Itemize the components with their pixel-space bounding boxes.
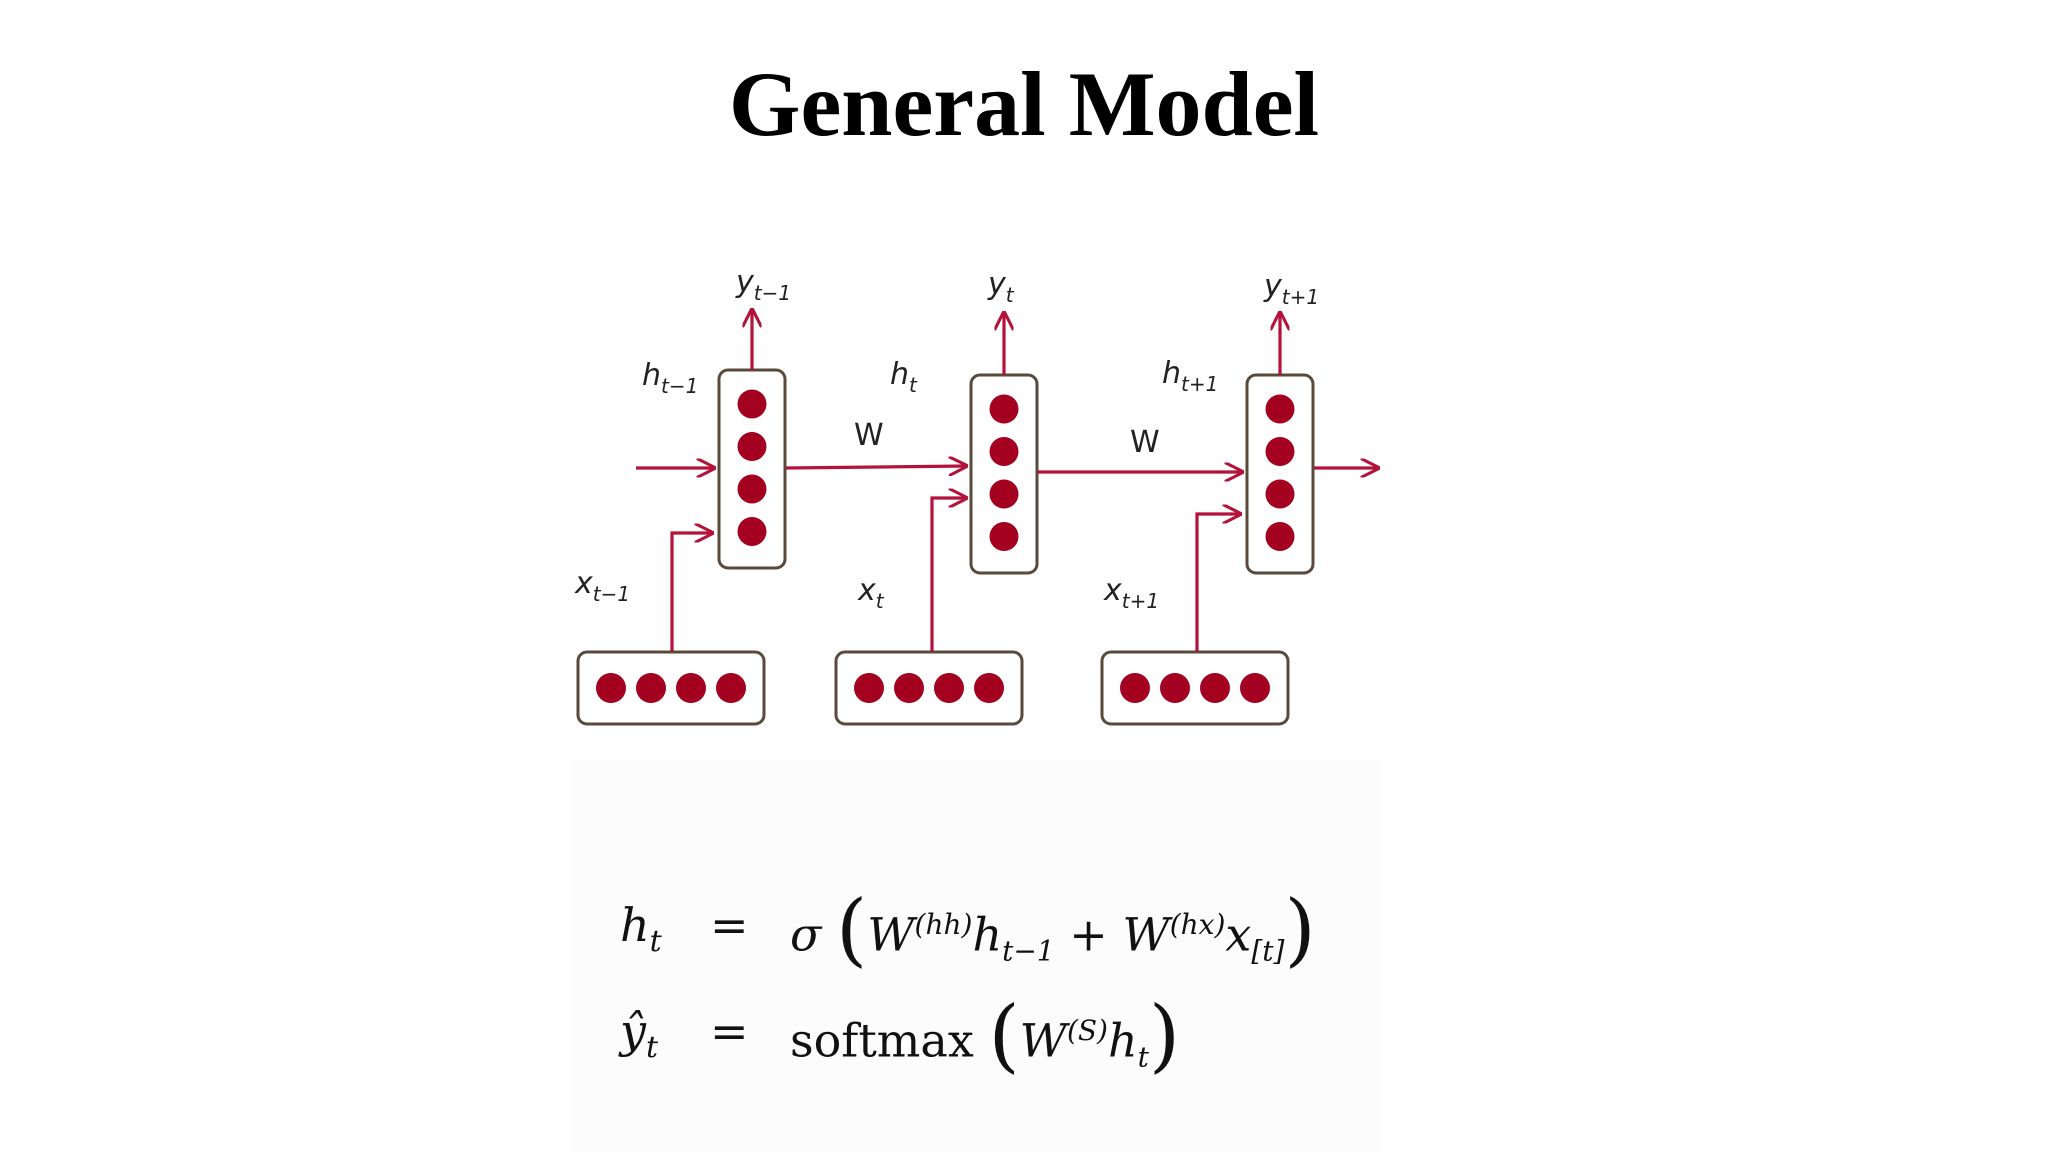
equals-sign: = xyxy=(710,898,749,952)
input-unit-node xyxy=(854,673,884,703)
equals-sign: = xyxy=(710,1004,749,1058)
input-label: xt xyxy=(857,573,885,613)
input-unit-node xyxy=(1160,673,1190,703)
equation-hidden-state: ht = σ (W(hh)ht−1 + W(hx)x[t]) xyxy=(572,870,1380,980)
equation-rhs: σ (W(hh)ht−1 + W(hx)x[t]) xyxy=(790,882,1316,976)
hidden-unit-node xyxy=(737,517,767,546)
input-unit-node xyxy=(1200,673,1230,703)
hidden-state-label: ht−1 xyxy=(642,358,698,398)
input-unit-node xyxy=(636,673,666,703)
input-unit-node xyxy=(596,673,626,703)
output-label: yt−1 xyxy=(735,265,791,305)
hidden-unit-node xyxy=(737,432,767,461)
input-vector-box xyxy=(1100,650,1290,726)
hidden-state-label: ht+1 xyxy=(1162,356,1218,396)
slide-title: General Model xyxy=(728,53,1320,155)
input-arrow xyxy=(1195,514,1240,652)
hidden-state-label: ht xyxy=(890,357,918,397)
hidden-unit-node xyxy=(1265,522,1295,551)
input-label: xt−1 xyxy=(574,566,630,606)
input-arrow xyxy=(670,533,712,652)
hidden-unit-node xyxy=(1265,437,1295,466)
input-unit-node xyxy=(974,673,1004,703)
output-label: yt xyxy=(987,267,1015,307)
equation-lhs: ht xyxy=(620,898,662,960)
input-unit-node xyxy=(1240,673,1270,703)
equations-panel: ht = σ (W(hh)ht−1 + W(hx)x[t]) ŷt = soft… xyxy=(572,760,1380,1152)
input-unit-node xyxy=(894,673,924,703)
hidden-unit-node xyxy=(737,389,767,419)
hidden-unit-node xyxy=(1265,479,1295,509)
output-label: yt+1 xyxy=(1263,269,1319,309)
input-unit-node xyxy=(716,673,746,703)
equation-output: ŷt = softmax (W(S)ht) xyxy=(572,976,1380,1086)
input-unit-node xyxy=(676,673,706,703)
weight-label: W xyxy=(1130,425,1160,460)
hidden-unit-node xyxy=(1265,394,1295,424)
hidden-unit-node xyxy=(989,437,1019,466)
hidden-unit-node xyxy=(737,474,767,504)
hidden-unit-node xyxy=(989,522,1019,551)
input-label: xt+1 xyxy=(1103,573,1159,613)
input-vector-box xyxy=(834,650,1024,726)
equation-rhs: softmax (W(S)ht) xyxy=(790,988,1181,1082)
input-arrow xyxy=(930,498,966,652)
equation-lhs: ŷt xyxy=(620,1004,659,1066)
hidden-unit-node xyxy=(989,394,1019,424)
input-unit-node xyxy=(934,673,964,703)
recurrent-arrow xyxy=(785,466,966,468)
hidden-unit-node xyxy=(989,479,1019,509)
input-unit-node xyxy=(1120,673,1150,703)
weight-label: W xyxy=(854,418,884,453)
